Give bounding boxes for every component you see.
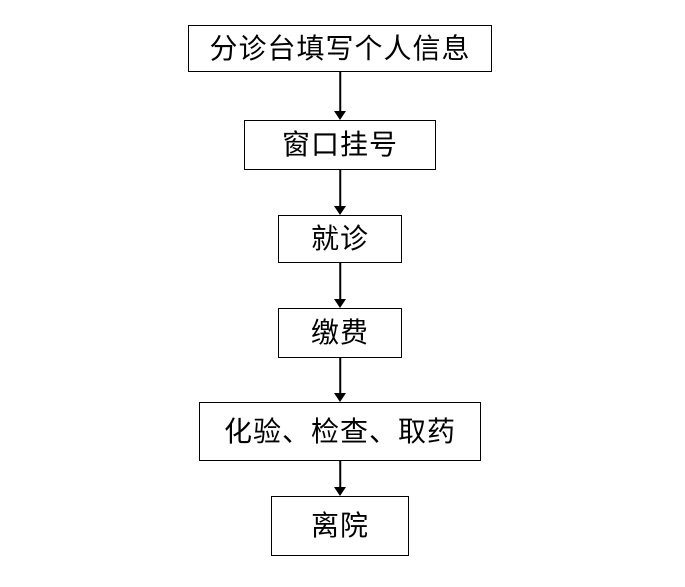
arrow-line	[339, 358, 341, 395]
arrow-line	[339, 263, 341, 301]
arrow-head	[334, 206, 346, 215]
arrow-down-icon	[333, 358, 347, 402]
arrow-head	[334, 111, 346, 120]
flow-node-label: 就诊	[310, 222, 369, 255]
flow-node-label: 分诊台填写个人信息	[209, 31, 471, 65]
arrow-head	[334, 393, 346, 402]
arrow-down-icon	[333, 263, 347, 308]
arrow-head	[334, 299, 346, 308]
flow-node-triage-personal-info: 分诊台填写个人信息	[188, 25, 492, 72]
arrow-head	[334, 487, 346, 496]
arrow-line	[339, 72, 341, 113]
flow-node-window-registration: 窗口挂号	[244, 120, 436, 170]
arrow-line	[339, 170, 341, 208]
arrow-down-icon	[333, 461, 347, 496]
flow-node-lab-exam-medicine: 化验、检查、取药	[199, 402, 481, 461]
flow-node-label: 窗口挂号	[281, 128, 398, 161]
arrow-down-icon	[333, 170, 347, 215]
arrow-down-icon	[333, 72, 347, 120]
flow-node-label: 缴费	[310, 316, 369, 349]
flow-node-leave-hospital: 离院	[271, 496, 409, 556]
flow-node-see-doctor: 就诊	[278, 215, 402, 263]
flow-node-label: 化验、检查、取药	[223, 414, 456, 448]
flow-node-pay-fees: 缴费	[278, 308, 402, 358]
arrow-line	[339, 461, 341, 489]
flow-node-label: 离院	[310, 509, 369, 542]
patient-visit-flowchart: 分诊台填写个人信息 窗口挂号 就诊 缴费 化验、检查、取药	[0, 25, 680, 556]
